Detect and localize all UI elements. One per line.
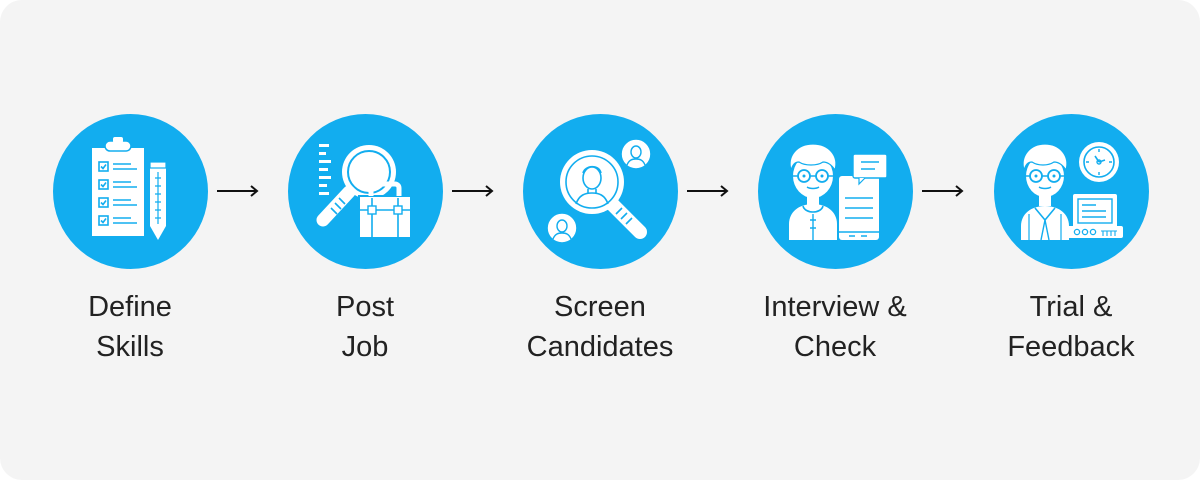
step-label-line1: Define (88, 291, 172, 323)
step-icon-circle (287, 114, 443, 269)
step-label-line1: Post (335, 291, 395, 323)
step-interview-check: Interview & Check (725, 114, 945, 367)
step-label: Post Job (336, 287, 394, 367)
step-label: Define Skills (88, 287, 172, 367)
step-label-line2: Candidates (526, 331, 674, 363)
step-label-line2: Feedback (1007, 331, 1135, 363)
step-trial-feedback: Trial & Feedback (961, 114, 1181, 367)
step-label-line1: Screen (554, 291, 646, 323)
step-label-line1: Interview & (763, 291, 907, 323)
person-clock-laptop-icon (1021, 141, 1123, 240)
step-label-line2: Check (793, 331, 877, 363)
clipboard-checklist-pencil-icon (92, 136, 167, 240)
magnifier-briefcase-icon (316, 143, 412, 239)
step-icon-circle (757, 114, 913, 269)
arrow-right-icon (451, 183, 495, 199)
step-label: Trial & Feedback (1007, 287, 1134, 367)
person-phone-chat-icon (789, 142, 888, 240)
step-define-skills: Define Skills (20, 114, 240, 367)
step-screen-candidates: Screen Candidates (490, 114, 710, 367)
step-label-line1: Trial & (1029, 291, 1113, 323)
step-icon-circle (522, 114, 678, 269)
step-label: Interview & Check (763, 287, 906, 367)
step-icon-circle (993, 114, 1149, 269)
step-label-line2: Skills (96, 331, 164, 363)
arrow-right-icon (216, 183, 260, 199)
step-post-job: Post Job (255, 114, 475, 367)
step-label-line2: Job (341, 331, 389, 363)
arrow-right-icon (686, 183, 730, 199)
step-label: Screen Candidates (527, 287, 674, 367)
magnifier-candidates-icon (546, 137, 652, 244)
arrow-right-icon (921, 183, 965, 199)
step-icon-circle (52, 114, 208, 269)
